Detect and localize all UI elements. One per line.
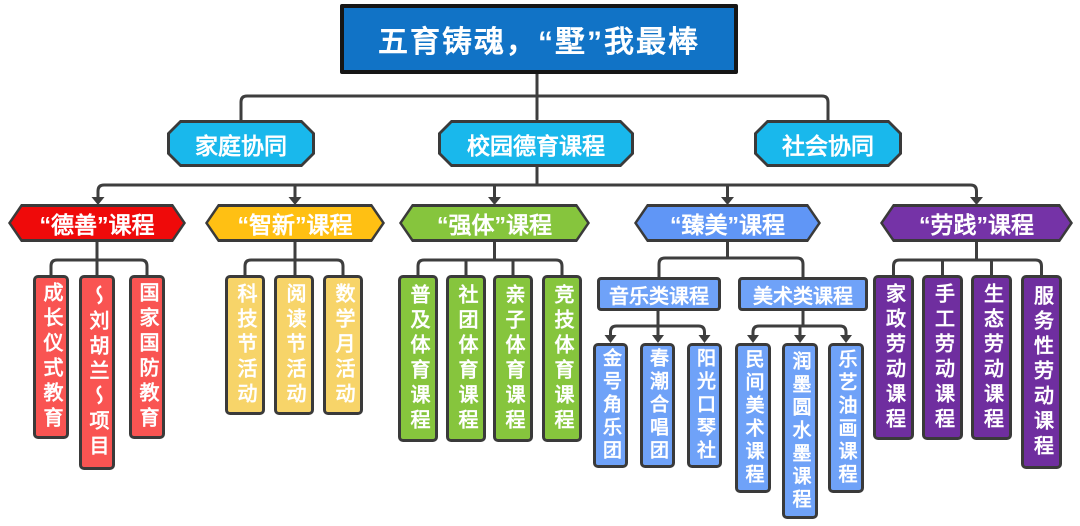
group-node-music: 音乐类课程 (597, 277, 721, 311)
octagon-shape (757, 123, 899, 164)
leaf-label: 阅读节活动 (283, 282, 305, 408)
octagon-shape (441, 123, 631, 164)
leaf-node: 亲子体育课程 (493, 275, 533, 442)
leaf-node: 春潮合唱团 (640, 343, 675, 468)
level2-node-school: 校园德育课程 (438, 120, 634, 167)
hexagon-shape (11, 207, 183, 239)
hexagon-shape (402, 207, 587, 239)
leaf-label: 国家国防教育 (136, 282, 158, 432)
leaf-node: 科技节活动 (225, 275, 265, 415)
leaf-node: 竞技体育课程 (542, 275, 582, 442)
leaf-label: 阳光口琴社 (694, 348, 715, 463)
hexagon-shape (883, 207, 1070, 239)
leaf-label: 家政劳动课程 (882, 282, 905, 433)
group-label: 音乐类课程 (609, 285, 709, 308)
branch-node-zhixin: “智新”课程 (205, 204, 385, 242)
group-node-art: 美术类课程 (738, 277, 868, 311)
leaf-node: 社团体育课程 (446, 275, 486, 442)
leaf-node: 成长仪式教育 (33, 275, 69, 439)
branch-label: “臻美”课程 (670, 212, 785, 238)
leaf-label: 润墨圆水墨课程 (789, 350, 811, 512)
level2-label: 校园德育课程 (467, 132, 605, 159)
level2-label: 家庭协同 (195, 132, 287, 159)
branch-label: “劳践”课程 (919, 212, 1034, 238)
leaf-node: 阅读节活动 (274, 275, 314, 415)
leaf-label: 社团体育课程 (455, 283, 477, 434)
level2-node-society: 社会协同 (754, 120, 902, 167)
branch-node-qiangti: “强体”课程 (399, 204, 590, 242)
leaf-node: 数学月活动 (323, 275, 363, 415)
leaf-label: 竞技体育课程 (551, 283, 573, 434)
leaf-label: 生态劳动课程 (980, 282, 1003, 433)
leaf-label: ～刘胡兰～项目 (86, 285, 108, 460)
level2-node-family: 家庭协同 (167, 120, 315, 167)
branch-node-deshan: “德善”课程 (8, 204, 186, 242)
branch-label: “智新”课程 (237, 212, 353, 238)
leaf-label: 金号角乐团 (600, 348, 621, 463)
group-label: 美术类课程 (753, 285, 853, 308)
leaf-label: 亲子体育课程 (502, 283, 524, 434)
leaf-node: 阳光口琴社 (687, 343, 722, 468)
branch-label: “强体”课程 (437, 212, 552, 238)
branch-label: “德善”课程 (39, 212, 155, 238)
leaf-node: 国家国防教育 (129, 275, 165, 439)
leaf-label: 民间美术课程 (742, 349, 764, 487)
octagon-shape (170, 123, 312, 164)
hexagon-shape (637, 207, 818, 239)
root-node: 五育铸魂，“墅”我最棒 (340, 4, 738, 74)
leaf-label: 科技节活动 (234, 282, 256, 408)
leaf-node: 家政劳动课程 (873, 275, 914, 440)
leaf-node: 金号角乐团 (593, 343, 628, 468)
leaf-node: 乐艺油画课程 (828, 343, 864, 493)
leaf-label: 成长仪式教育 (40, 282, 62, 432)
leaf-label: 普及体育课程 (407, 283, 429, 434)
leaf-node: 手工劳动课程 (922, 275, 963, 440)
leaf-label: 手工劳动课程 (931, 282, 954, 433)
leaf-label: 数学月活动 (332, 282, 354, 408)
leaf-label: 服务性劳动课程 (1030, 284, 1053, 460)
root-title: 五育铸魂，“墅”我最棒 (378, 26, 700, 59)
hexagon-shape (208, 207, 382, 239)
leaf-node: 普及体育课程 (398, 275, 438, 442)
leaf-node: 民间美术课程 (735, 343, 771, 493)
leaf-label: 春潮合唱团 (647, 348, 668, 463)
branch-node-laojian: “劳践”课程 (880, 204, 1073, 242)
arrowheads (91, 197, 983, 343)
leaf-node: 生态劳动课程 (971, 275, 1012, 440)
leaf-node: 润墨圆水墨课程 (782, 343, 818, 519)
leaf-node: ～刘胡兰～项目 (79, 275, 115, 470)
branch-node-zhenmei: “臻美”课程 (634, 204, 821, 242)
level2-label: 社会协同 (782, 132, 874, 159)
leaf-node: 服务性劳动课程 (1021, 275, 1062, 469)
leaf-label: 乐艺油画课程 (835, 349, 857, 487)
